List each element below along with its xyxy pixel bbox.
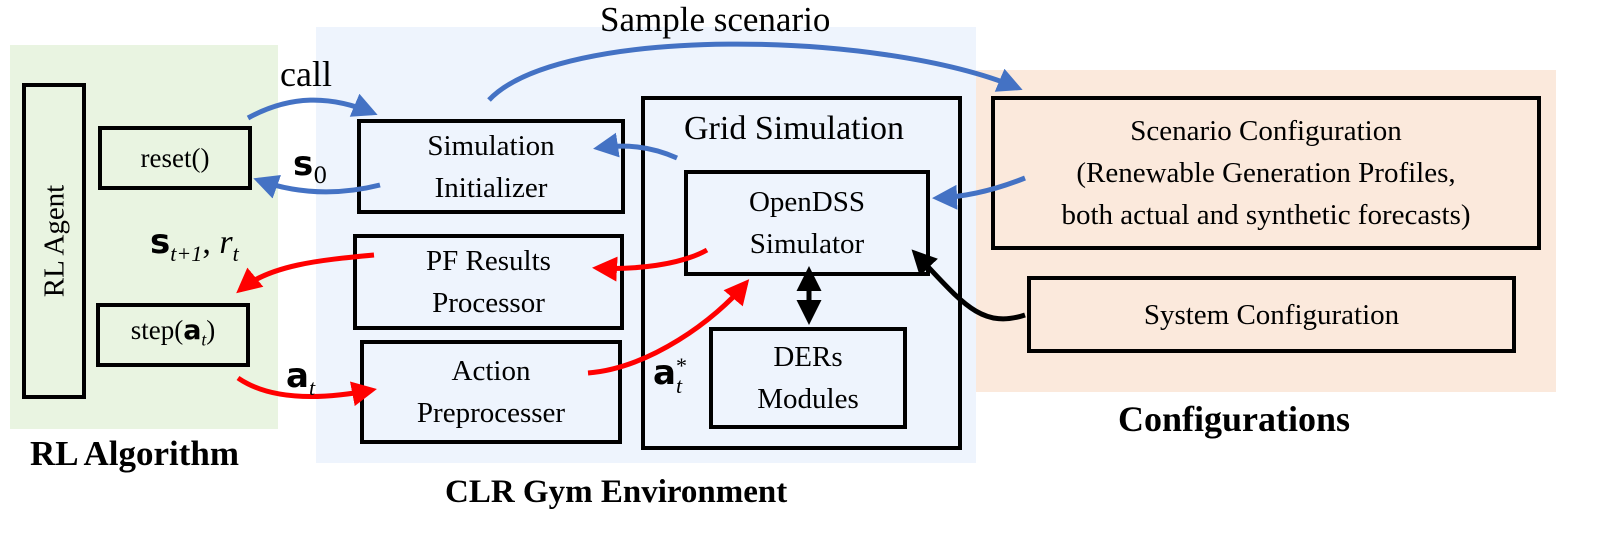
grid-simulation-title: Grid Simulation xyxy=(684,110,905,147)
grid-simulation-box xyxy=(641,96,962,450)
call-arrow xyxy=(246,93,378,121)
ders-line2: Modules xyxy=(757,383,859,415)
opendss-to-pf-arrow xyxy=(592,247,709,282)
rl-algorithm-label: RL Algorithm xyxy=(30,434,240,473)
reset-label: reset() xyxy=(140,143,210,173)
step-to-action-arrow xyxy=(236,375,377,407)
simulation-initializer-box: Simulation Initializer xyxy=(357,119,625,214)
action-preprocesser-line2: Preprocesser xyxy=(416,397,566,429)
system-to-opendss-arrow xyxy=(911,249,1026,322)
simulation-initializer-line2: Initializer xyxy=(434,171,548,204)
at-label: at xyxy=(286,356,316,400)
ders-modules-box: DERs Modules xyxy=(709,327,907,429)
pf-to-agent-arrow xyxy=(236,252,375,294)
action-to-opendss-arrow xyxy=(587,279,750,376)
step-box: step(at) xyxy=(96,303,250,367)
scenario-configuration-box: Scenario Configuration (Renewable Genera… xyxy=(991,96,1541,250)
configurations-region xyxy=(976,70,1556,392)
at-star-label: a*t xyxy=(653,353,687,399)
st1-rt-label: st+1, rt xyxy=(150,222,239,266)
configurations-label: Configurations xyxy=(1118,399,1351,439)
rl-agent-box: RL Agent xyxy=(22,83,86,399)
scenario-to-opendss-arrow xyxy=(932,175,1026,210)
clr-gym-label: CLR Gym Environment xyxy=(445,474,788,510)
opendss-line1: OpenDSS xyxy=(748,186,865,218)
system-configuration-box: System Configuration xyxy=(1027,276,1516,353)
call-label: call xyxy=(280,54,332,94)
sample-scenario-label: Sample scenario xyxy=(600,0,831,39)
grid-to-init-arrow xyxy=(593,132,679,161)
scenario-line2: (Renewable Generation Profiles, xyxy=(1076,157,1456,189)
scenario-line1: Scenario Configuration xyxy=(1130,115,1402,147)
ders-line1: DERs xyxy=(773,341,843,373)
reset-box: reset() xyxy=(98,126,252,190)
pf-results-line1: PF Results xyxy=(426,245,551,277)
pf-results-line2: Processor xyxy=(432,287,545,319)
step-label: step(at) xyxy=(130,315,216,350)
opendss-line2: Simulator xyxy=(749,228,865,260)
s0-label: s0 xyxy=(293,144,328,189)
scenario-line3: both actual and synthetic forecasts) xyxy=(1061,199,1471,231)
sample-scenario-arrow xyxy=(487,41,1023,102)
action-preprocesser-line1: Action xyxy=(451,355,531,387)
pf-results-processor-box: PF Results Processor xyxy=(353,234,624,330)
s0-arrow xyxy=(253,174,381,199)
opendss-simulator-box: OpenDSS Simulator xyxy=(684,170,930,276)
system-configuration-label: System Configuration xyxy=(1143,298,1400,331)
simulation-initializer-line1: Simulation xyxy=(427,129,555,162)
